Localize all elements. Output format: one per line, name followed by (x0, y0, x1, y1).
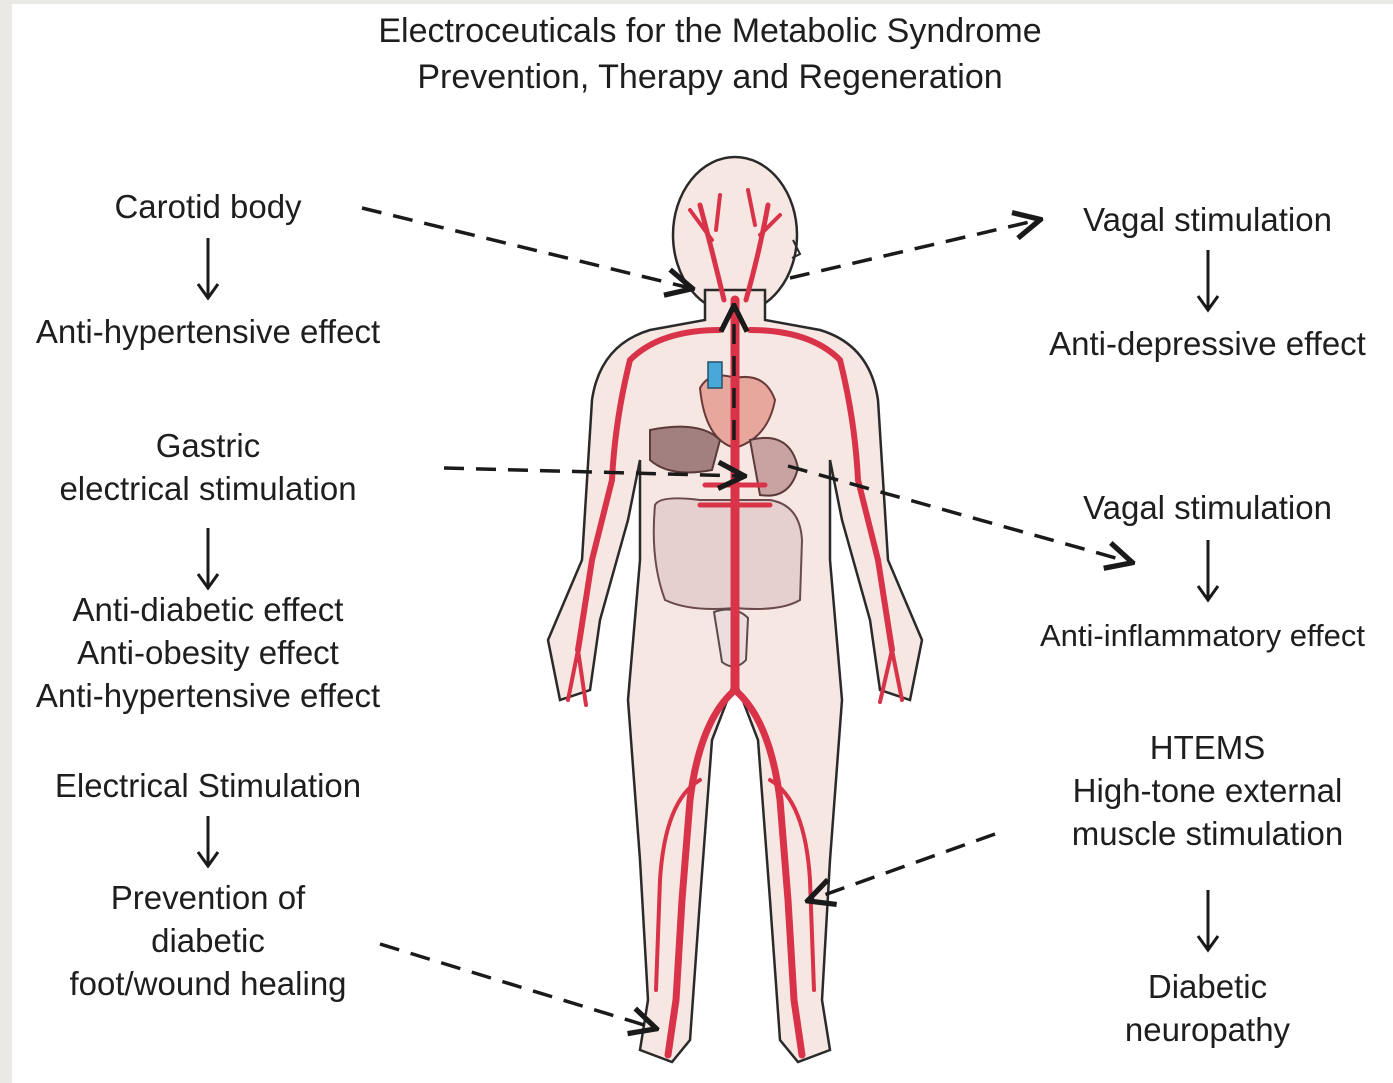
gastric-effect-2: Anti-obesity effect (18, 631, 398, 674)
arrow-down-icon (1198, 890, 1218, 950)
electrical-stimulation-label: Electrical Stimulation (18, 764, 398, 807)
electrical-stimulation-text: Electrical Stimulation (18, 764, 398, 807)
anti-depressive-text: Anti-depressive effect (1025, 322, 1390, 365)
vagal-stimulation-upper-label: Vagal stimulation (1040, 198, 1375, 241)
dashed-arrow-htems (810, 834, 995, 900)
liver-icon (650, 427, 720, 473)
foot-healing-line-3: foot/wound healing (18, 962, 398, 1005)
dashed-arrow-foot (380, 944, 654, 1028)
intestines-icon (654, 498, 802, 609)
neuropathy-line-2: neuropathy (1040, 1008, 1375, 1051)
foot-healing-line-2: diabetic (18, 919, 398, 962)
gastric-effect-3: Anti-hypertensive effect (18, 674, 398, 717)
arrow-down-icon (198, 816, 218, 866)
htems-line-2: High-tone external (1040, 769, 1375, 812)
vagal-lower-text: Vagal stimulation (1040, 486, 1375, 529)
arterial-network (568, 190, 902, 1055)
carotid-body-text: Carotid body (68, 185, 348, 228)
arrow-down-icon (1198, 540, 1218, 600)
carotid-effect-label: Anti-hypertensive effect (18, 310, 398, 353)
arrow-down-icon (198, 528, 218, 588)
diabetic-neuropathy-label: Diabetic neuropathy (1040, 965, 1375, 1051)
gastric-line-1: Gastric (18, 424, 398, 467)
gastric-line-2: electrical stimulation (18, 467, 398, 510)
vagal-stimulation-lower-label: Vagal stimulation (1040, 486, 1375, 529)
anti-inflammatory-label: Anti-inflammatory effect (1012, 614, 1393, 657)
foot-healing-line-1: Prevention of (18, 876, 398, 919)
gastric-stimulation-label: Gastric electrical stimulation (18, 424, 398, 510)
dashed-arrow-carotid (362, 208, 690, 288)
gastric-effect-1: Anti-diabetic effect (18, 588, 398, 631)
carotid-body-label: Carotid body (68, 185, 348, 228)
arrow-down-icon (1198, 250, 1218, 310)
carotid-effect-text: Anti-hypertensive effect (18, 310, 398, 353)
foot-healing-label: Prevention of diabetic foot/wound healin… (18, 876, 398, 1005)
anti-depressive-label: Anti-depressive effect (1025, 322, 1390, 365)
arrow-down-icon (198, 238, 218, 298)
anti-inflammatory-text: Anti-inflammatory effect (1012, 614, 1393, 657)
neuropathy-line-1: Diabetic (1040, 965, 1375, 1008)
vagal-upper-text: Vagal stimulation (1040, 198, 1375, 241)
dashed-arrow-vagal-upper (790, 220, 1038, 278)
gastric-effects-label: Anti-diabetic effect Anti-obesity effect… (18, 588, 398, 717)
pulmonary-vessel-icon (708, 362, 722, 388)
htems-line-1: HTEMS (1040, 726, 1375, 769)
htems-label: HTEMS High-tone external muscle stimulat… (1040, 726, 1375, 855)
htems-line-3: muscle stimulation (1040, 812, 1375, 855)
